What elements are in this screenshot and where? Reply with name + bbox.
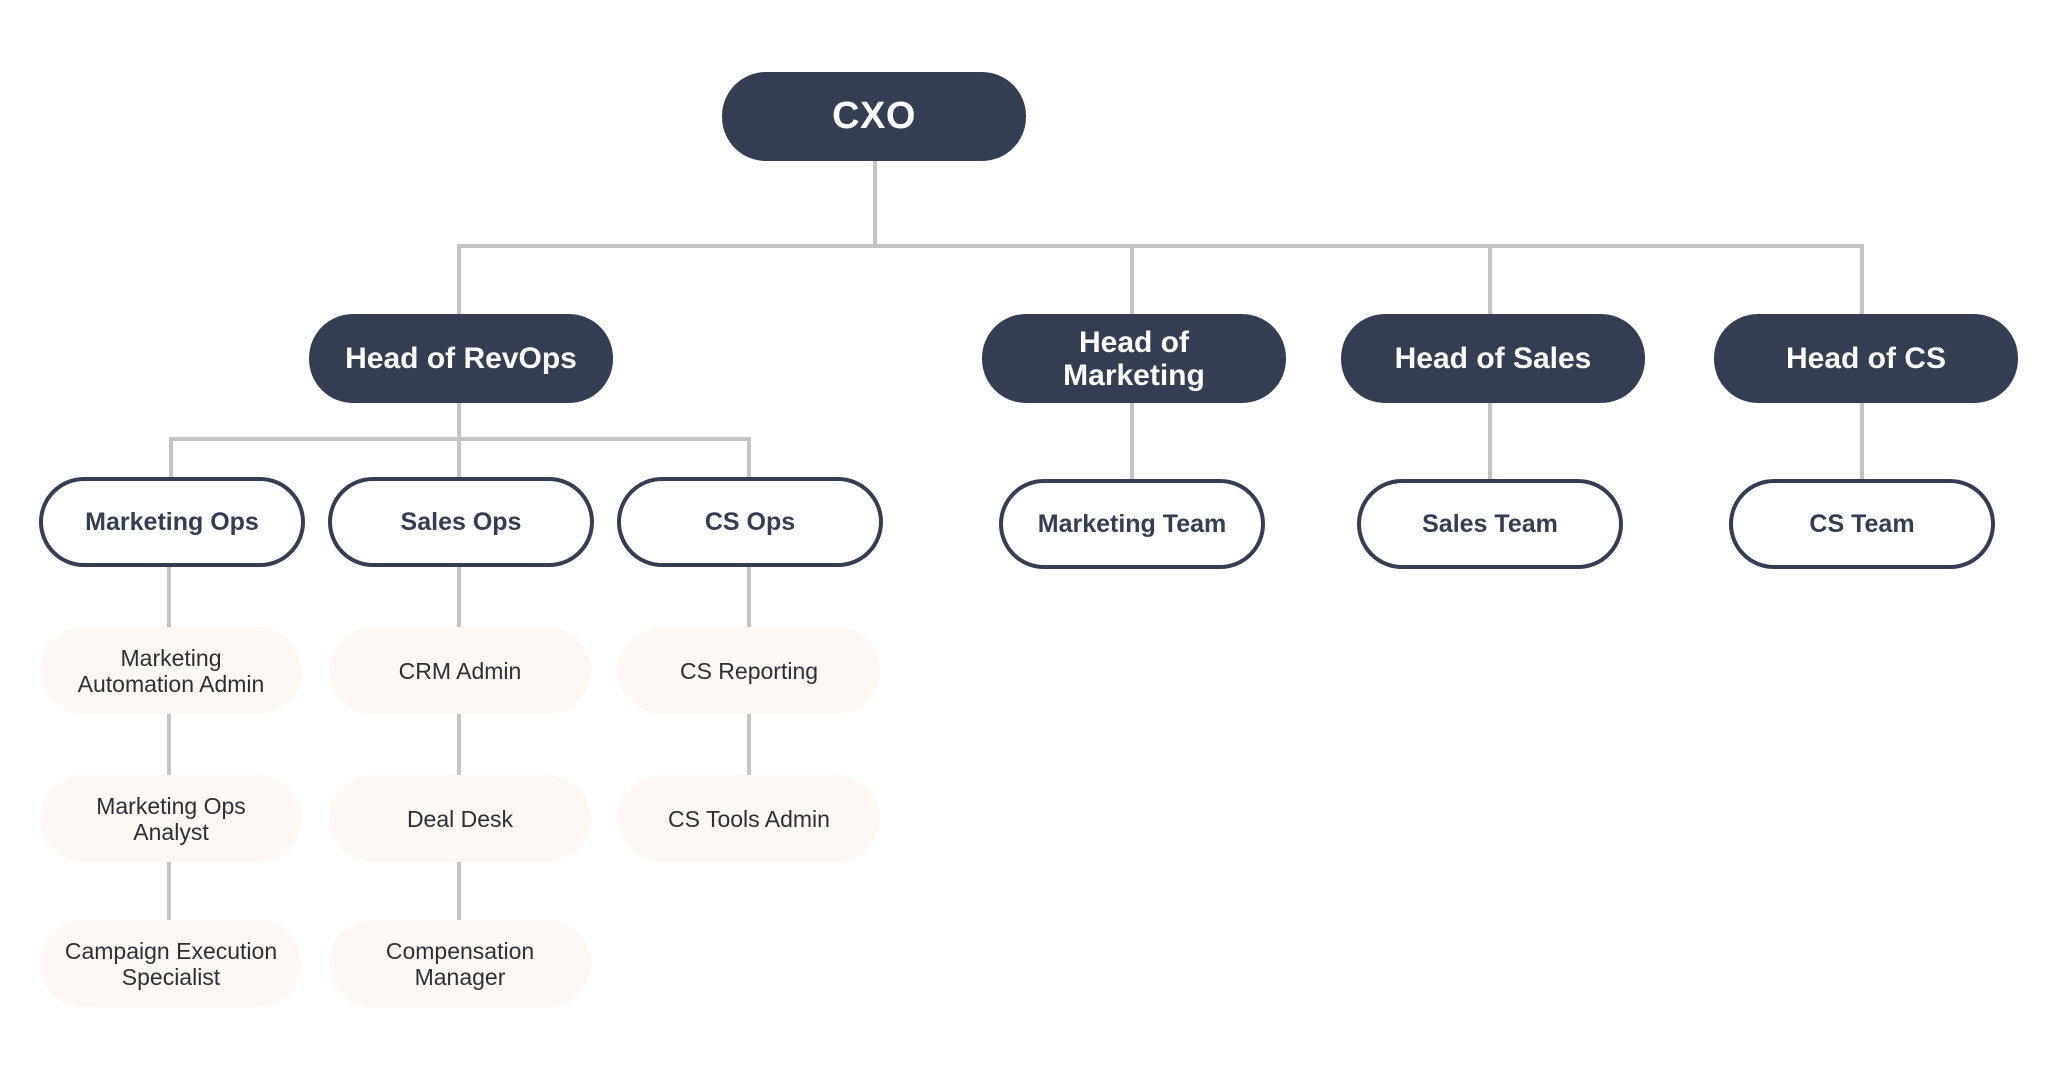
connector [457, 565, 461, 627]
role-campaign-execution-specialist: Campaign Execution Specialist [40, 920, 302, 1007]
connector [457, 860, 461, 920]
connector [1130, 402, 1134, 479]
sales-team-label: Sales Team [1422, 510, 1558, 538]
role-label: CS Tools Admin [668, 805, 830, 832]
connector [1860, 244, 1864, 314]
connector [1488, 402, 1492, 479]
connector [167, 565, 171, 627]
cs-ops-node: CS Ops [617, 477, 883, 567]
cxo-node: CXO [722, 72, 1026, 161]
head-of-cs-node: Head of CS [1714, 314, 2018, 403]
connector [169, 437, 751, 441]
cxo-label: CXO [832, 95, 916, 137]
sales-ops-node: Sales Ops [328, 477, 594, 567]
head-of-marketing-label: Head of Marketing [1063, 325, 1205, 392]
marketing-team-label: Marketing Team [1037, 510, 1227, 538]
role-marketing-ops-analyst: Marketing Ops Analyst [40, 775, 302, 862]
head-of-revops-node: Head of RevOps [309, 314, 613, 403]
cs-team-node: CS Team [1729, 479, 1995, 569]
role-label: Deal Desk [406, 805, 514, 832]
head-of-cs-label: Head of CS [1785, 342, 1947, 375]
sales-ops-label: Sales Ops [400, 508, 522, 536]
connector [1860, 402, 1864, 479]
role-label: CS Reporting [679, 657, 819, 684]
role-deal-desk: Deal Desk [329, 775, 591, 862]
connector [167, 713, 171, 775]
role-marketing-automation-admin: Marketing Automation Admin [40, 627, 302, 714]
head-of-revops-label: Head of RevOps [345, 342, 577, 375]
role-label: CRM Admin [398, 657, 522, 684]
connector [457, 244, 461, 314]
connector [747, 565, 751, 627]
role-label: Marketing Automation Admin [77, 644, 265, 697]
sales-team-node: Sales Team [1357, 479, 1623, 569]
connector [169, 437, 173, 477]
role-crm-admin: CRM Admin [329, 627, 591, 714]
connector [873, 160, 877, 246]
cs-ops-label: CS Ops [704, 508, 796, 536]
head-of-sales-label: Head of Sales [1394, 342, 1592, 375]
connector [1488, 244, 1492, 314]
role-label: Marketing Ops Analyst [96, 792, 246, 845]
marketing-team-node: Marketing Team [999, 479, 1265, 569]
role-cs-tools-admin: CS Tools Admin [618, 775, 880, 862]
connector [457, 244, 1864, 248]
role-label: Compensation Manager [385, 937, 535, 990]
cs-team-label: CS Team [1809, 510, 1915, 538]
role-cs-reporting: CS Reporting [618, 627, 880, 714]
role-label: Campaign Execution Specialist [64, 937, 278, 990]
head-of-sales-node: Head of Sales [1341, 314, 1645, 403]
role-compensation-manager: Compensation Manager [329, 920, 591, 1007]
connector [457, 713, 461, 775]
connector [747, 713, 751, 775]
marketing-ops-node: Marketing Ops [39, 477, 305, 567]
connector [747, 437, 751, 477]
connector [167, 860, 171, 920]
connector [1130, 244, 1134, 314]
head-of-marketing-node: Head of Marketing [982, 314, 1286, 403]
marketing-ops-label: Marketing Ops [85, 508, 259, 536]
